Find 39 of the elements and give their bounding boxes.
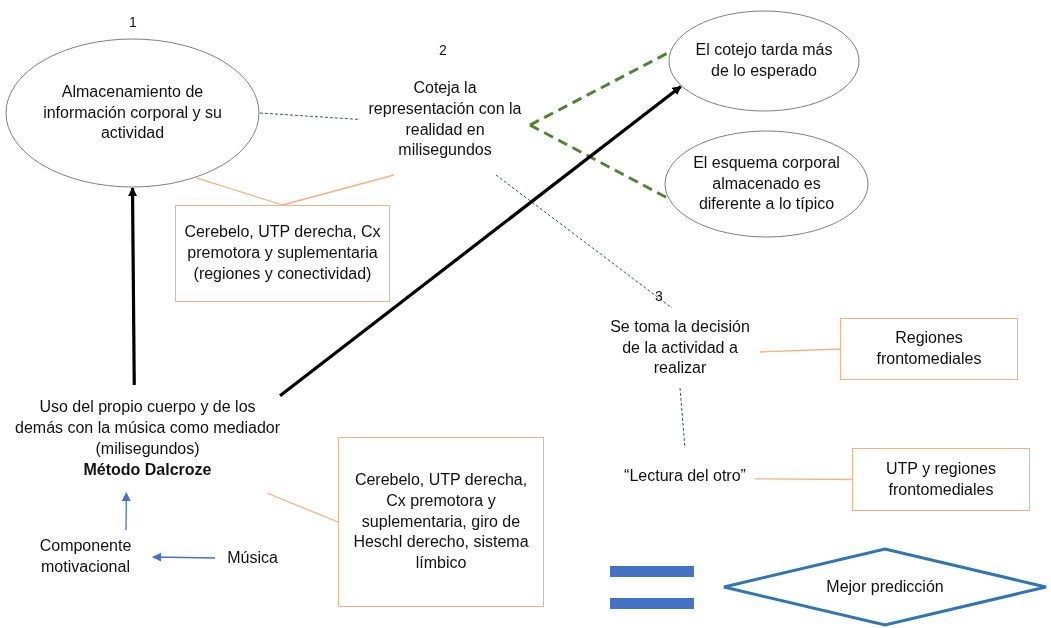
node-text: UTP y regiones frontomediales	[885, 458, 997, 500]
connector-line	[259, 112, 361, 120]
arrow	[279, 85, 682, 398]
region-box	[175, 205, 390, 302]
node-text: Coteja la representación con la realidad en milisegundos	[367, 77, 523, 161]
ellipse-node	[5, 38, 260, 188]
region-box	[840, 318, 1018, 380]
arrow	[121, 492, 131, 531]
arrow	[152, 552, 216, 562]
step-number: 2	[439, 42, 447, 58]
node-text: Música	[227, 547, 278, 568]
node-text: Componente motivacional	[38, 536, 133, 577]
connector-line	[281, 174, 395, 206]
node-subtitle: Método Dalcroze	[83, 459, 212, 480]
node-text: Almacenamiento de información corporal y su actividad	[42, 81, 223, 144]
node-text: Se toma la decisión de la actividad a realizar	[609, 316, 751, 379]
node-text: Regiones frontomediales	[875, 328, 983, 369]
region-box	[338, 437, 544, 607]
step-number: 3	[655, 288, 663, 304]
connector-line	[495, 174, 673, 309]
node-text: Cerebelo, UTP derecha, Cx premotora y suplementaria, giro de Heschl derecho, sistema límbico	[352, 470, 530, 574]
connector-line	[529, 123, 669, 200]
node-text: El esquema corporal almacenado es diferente a lo típico	[692, 152, 841, 215]
arrow	[128, 187, 138, 385]
step-number: 1	[129, 14, 137, 30]
node-text: El cotejo tarda más de lo esperado	[694, 40, 834, 81]
connector-line	[679, 387, 686, 449]
connector-line	[754, 478, 853, 481]
node-text: Uso del propio cuerpo y de los demás con la música como mediador (milisegundos)	[15, 397, 280, 459]
region-box	[852, 448, 1030, 511]
node-text: Mejor predicción	[826, 576, 944, 597]
connector-line	[266, 492, 339, 523]
node-text: Cerebelo, UTP derecha, Cx premotora y suplementaria (regiones y conectividad)	[183, 222, 382, 284]
ellipse-node	[664, 130, 869, 238]
ellipse-node	[668, 10, 860, 112]
connector-line	[195, 177, 284, 206]
decision-diamond	[722, 547, 1048, 627]
node-text: “Lectura del otro”	[624, 465, 746, 486]
connector-line	[759, 348, 841, 353]
